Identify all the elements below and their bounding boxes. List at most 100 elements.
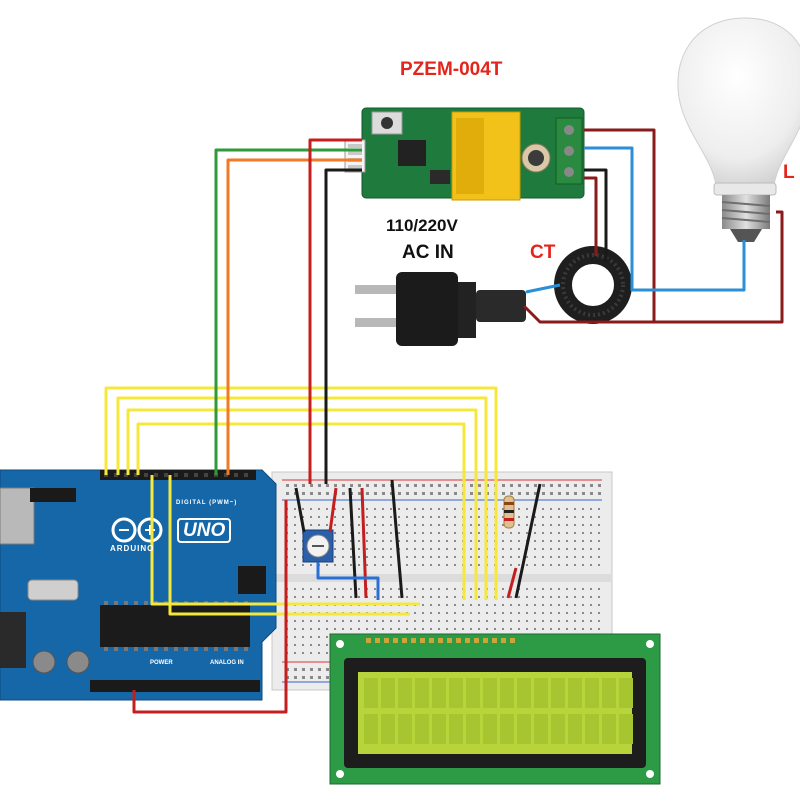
hole (454, 604, 456, 606)
hole (574, 604, 576, 606)
hole (294, 628, 296, 630)
hole (382, 588, 384, 590)
hole (310, 644, 312, 646)
hole (568, 678, 582, 708)
hole (510, 540, 512, 542)
hole (164, 473, 168, 477)
hole (326, 596, 328, 598)
hole (194, 473, 198, 477)
hole (566, 508, 568, 510)
hole (438, 588, 440, 590)
hole (500, 714, 514, 744)
hole (422, 548, 424, 550)
hole (154, 473, 158, 477)
hole (566, 612, 568, 614)
hole (566, 492, 569, 495)
hole (194, 647, 198, 651)
hole (566, 596, 568, 598)
hole (286, 492, 289, 495)
hole (550, 596, 552, 598)
hole (534, 492, 537, 495)
hole (414, 620, 416, 622)
hole (550, 628, 552, 630)
hole (414, 516, 416, 518)
hole (470, 516, 472, 518)
hole (590, 484, 593, 487)
hole (598, 492, 601, 495)
pzem-module (344, 107, 585, 201)
hole (550, 524, 552, 526)
hole (551, 678, 565, 708)
hole (598, 532, 600, 534)
current-transformer (554, 246, 632, 324)
hole (502, 564, 504, 566)
hole (398, 532, 400, 534)
hole (518, 564, 520, 566)
hole (374, 540, 376, 542)
hole (318, 508, 320, 510)
hole (454, 620, 456, 622)
hole (470, 612, 472, 614)
hole (590, 620, 592, 622)
hole (294, 532, 296, 534)
hole (398, 524, 400, 526)
hole (374, 548, 376, 550)
hole (350, 596, 352, 598)
hole (411, 638, 416, 643)
hole (465, 638, 470, 643)
hole (350, 548, 352, 550)
hole (483, 678, 497, 708)
hole (534, 678, 548, 708)
hole (446, 612, 448, 614)
hole (582, 516, 584, 518)
hole (134, 473, 138, 477)
hole (310, 484, 313, 487)
hole (598, 508, 600, 510)
hole (534, 484, 537, 487)
hole (422, 588, 424, 590)
hole (494, 628, 496, 630)
hole (374, 508, 376, 510)
hole (478, 508, 480, 510)
hole (310, 516, 312, 518)
hole (302, 676, 305, 679)
hole (534, 516, 536, 518)
digital-header-label: DIGITAL (PWM~) (176, 500, 238, 506)
hole (358, 516, 360, 518)
hole (542, 556, 544, 558)
hole (382, 596, 384, 598)
hole (318, 484, 321, 487)
hole (406, 596, 408, 598)
hole (518, 532, 520, 534)
hole (566, 540, 568, 542)
hole (590, 564, 592, 566)
hole (302, 596, 304, 598)
hole (598, 628, 600, 630)
hole (366, 556, 368, 558)
hole (550, 588, 552, 590)
hole (574, 508, 576, 510)
hole (302, 484, 305, 487)
hole (534, 588, 536, 590)
hole (566, 516, 568, 518)
hole (574, 620, 576, 622)
hole (382, 628, 384, 630)
hole (542, 540, 544, 542)
hole (470, 628, 472, 630)
hole (430, 484, 433, 487)
hole (542, 628, 544, 630)
hole (510, 604, 512, 606)
hole (422, 508, 424, 510)
hole (406, 628, 408, 630)
hole (558, 516, 560, 518)
hole (406, 564, 408, 566)
hole (590, 548, 592, 550)
hole (382, 508, 384, 510)
hole (310, 588, 312, 590)
hole (422, 604, 424, 606)
hole (342, 564, 344, 566)
hole (234, 473, 238, 477)
hole (144, 647, 148, 651)
hole (566, 604, 568, 606)
hole (534, 548, 536, 550)
